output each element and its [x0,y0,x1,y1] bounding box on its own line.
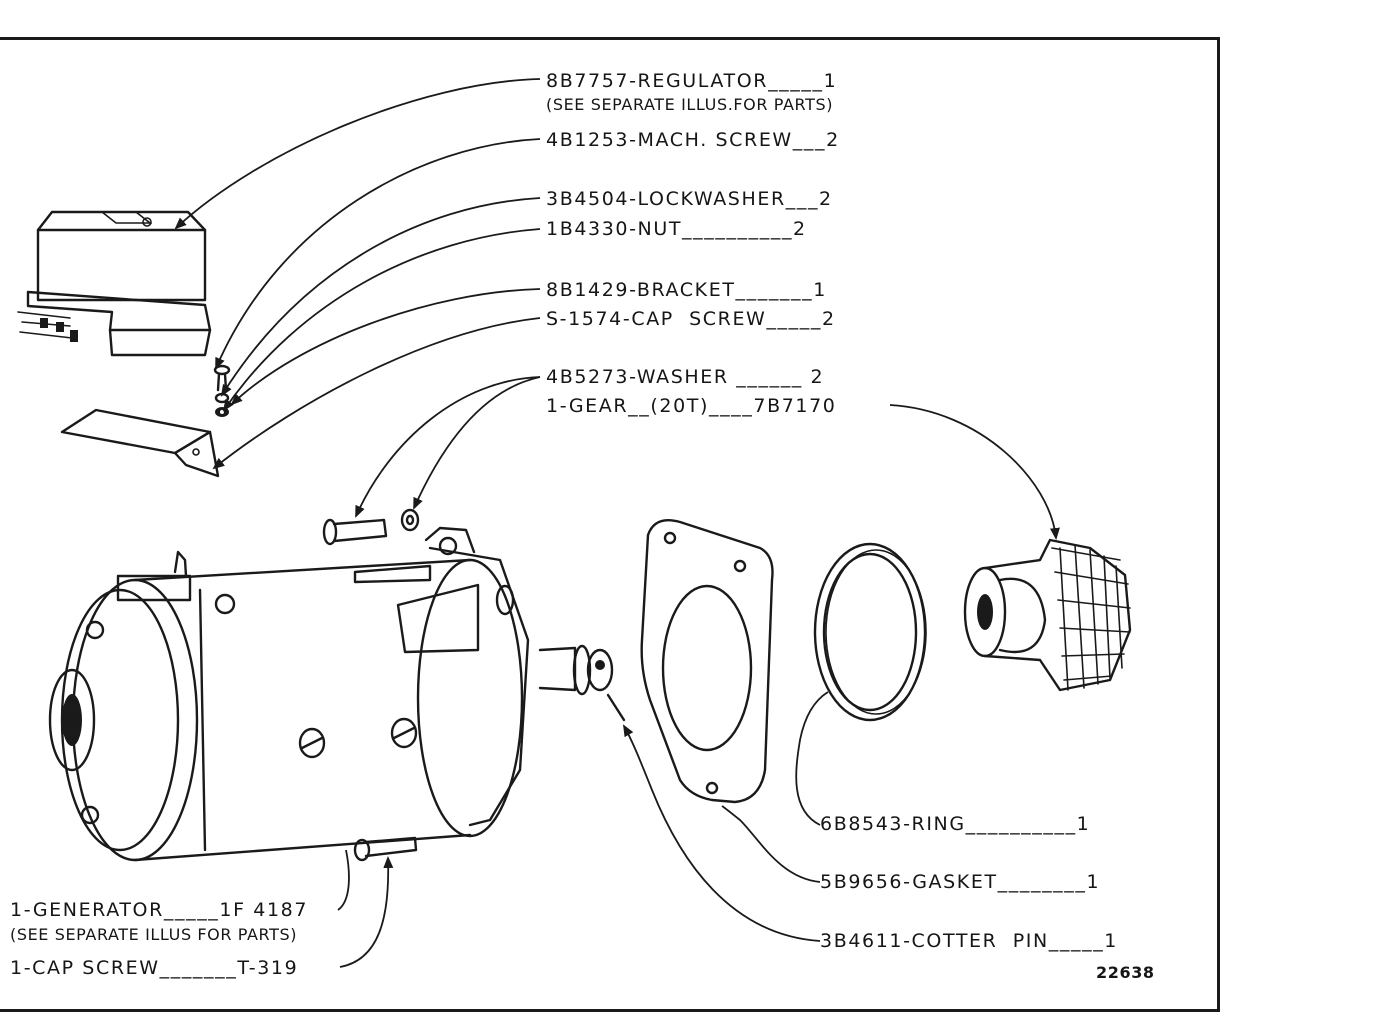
mach-screw-label: 4B1253-MACH. SCREW___2 [546,129,840,151]
capscrew-t319-drawing [353,836,418,862]
bracket-label: 8B1429-BRACKET_______1 [546,279,827,301]
regulator-drawing [17,210,212,357]
gasket-drawing [640,518,774,804]
cotter-pin-label: 3B4611-COTTER PIN_____1 [820,930,1118,952]
cap-screw-s1574-label: S-1574-CAP SCREW_____2 [546,308,836,330]
bracket-drawing [60,408,220,478]
generator-label: 1-GENERATOR_____1F 4187 [10,899,309,921]
ring-label: 6B8543-RING__________1 [820,813,1091,835]
gear-label: 1-GEAR__(20T)____7B7170 [546,395,837,417]
generator-drawing [48,526,614,862]
cap-screw-t319-label: 1-CAP SCREW_______T-319 [10,957,299,979]
leader-lines [174,78,1060,968]
hardware-small [213,364,231,417]
lockwasher-label: 3B4504-LOCKWASHER___2 [546,188,833,210]
ring-drawing [813,542,927,722]
regulator-label: 8B7757-REGULATOR_____1 [546,70,838,92]
diagram-frame [0,37,1220,1012]
regulator-note: (SEE SEPARATE ILLUS.FOR PARTS) [546,95,834,114]
washer-label: 4B5273-WASHER ______ 2 [546,366,825,388]
figure-number: 22638 [1096,963,1155,982]
nut-label: 1B4330-NUT__________2 [546,218,807,240]
generator-note: (SEE SEPARATE ILLUS FOR PARTS) [10,925,298,944]
cotter-pin-drawing [606,693,626,722]
gasket-label: 5B9656-GASKET________1 [820,871,1101,893]
gear-drawing [963,538,1132,692]
capscrew-washer [322,508,420,546]
